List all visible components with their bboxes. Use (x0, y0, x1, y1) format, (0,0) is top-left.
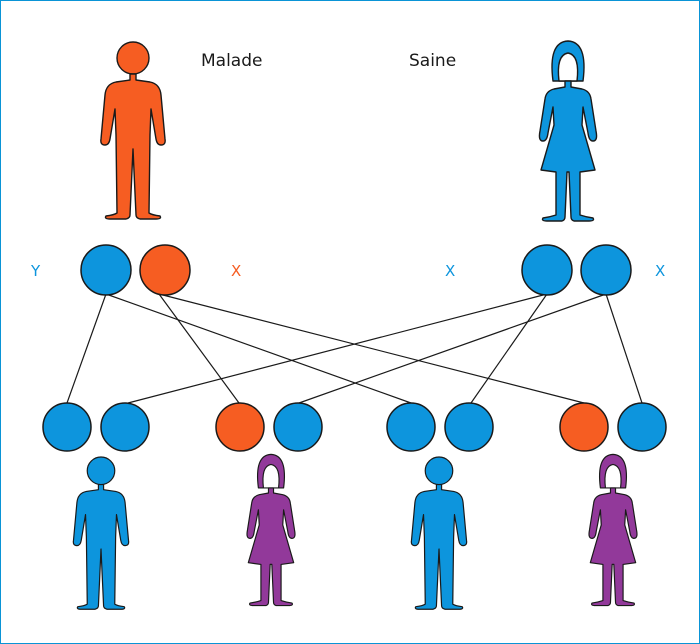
child2-figure (246, 453, 296, 607)
offspring-chromosomes (42, 402, 667, 452)
child2-chromosome-b (273, 402, 323, 452)
line-mx1-to-child3 (470, 293, 548, 404)
child1-figure (72, 456, 130, 610)
line-x-to-child2 (158, 293, 240, 404)
mother-figure (538, 40, 598, 222)
child1-chromosome-b (100, 402, 150, 452)
line-mx2-to-child2 (298, 293, 607, 404)
child4-figure (588, 453, 638, 607)
father-chromosomes (80, 244, 191, 296)
mother-label: Saine (409, 51, 456, 71)
child3-chromosome-a (386, 402, 436, 452)
mother-chromosome-x1 (521, 244, 573, 296)
child3-chromosome-b (444, 402, 494, 452)
line-mx2-to-child4 (605, 293, 643, 404)
label-father-x: X (231, 262, 241, 280)
father-figure (100, 41, 166, 220)
label-mother-x2: X (655, 262, 665, 280)
child4-chromosome-b (617, 402, 667, 452)
child1-chromosome-a (42, 402, 92, 452)
line-y-to-child1 (66, 293, 107, 404)
father-chromosome-x (139, 244, 191, 296)
mother-chromosome-x2 (580, 244, 632, 296)
child4-chromosome-a (559, 402, 609, 452)
line-mx1-to-child1 (127, 293, 548, 404)
line-x-to-child4 (158, 293, 585, 404)
child2-chromosome-a (215, 402, 265, 452)
inheritance-lines (66, 293, 643, 404)
label-mother-x1: X (445, 262, 455, 280)
line-y-to-child3 (105, 293, 412, 404)
child3-figure (410, 456, 468, 610)
mother-chromosomes (521, 244, 632, 296)
father-chromosome-y (80, 244, 132, 296)
father-label: Malade (201, 51, 262, 71)
label-father-y: Y (30, 262, 41, 280)
